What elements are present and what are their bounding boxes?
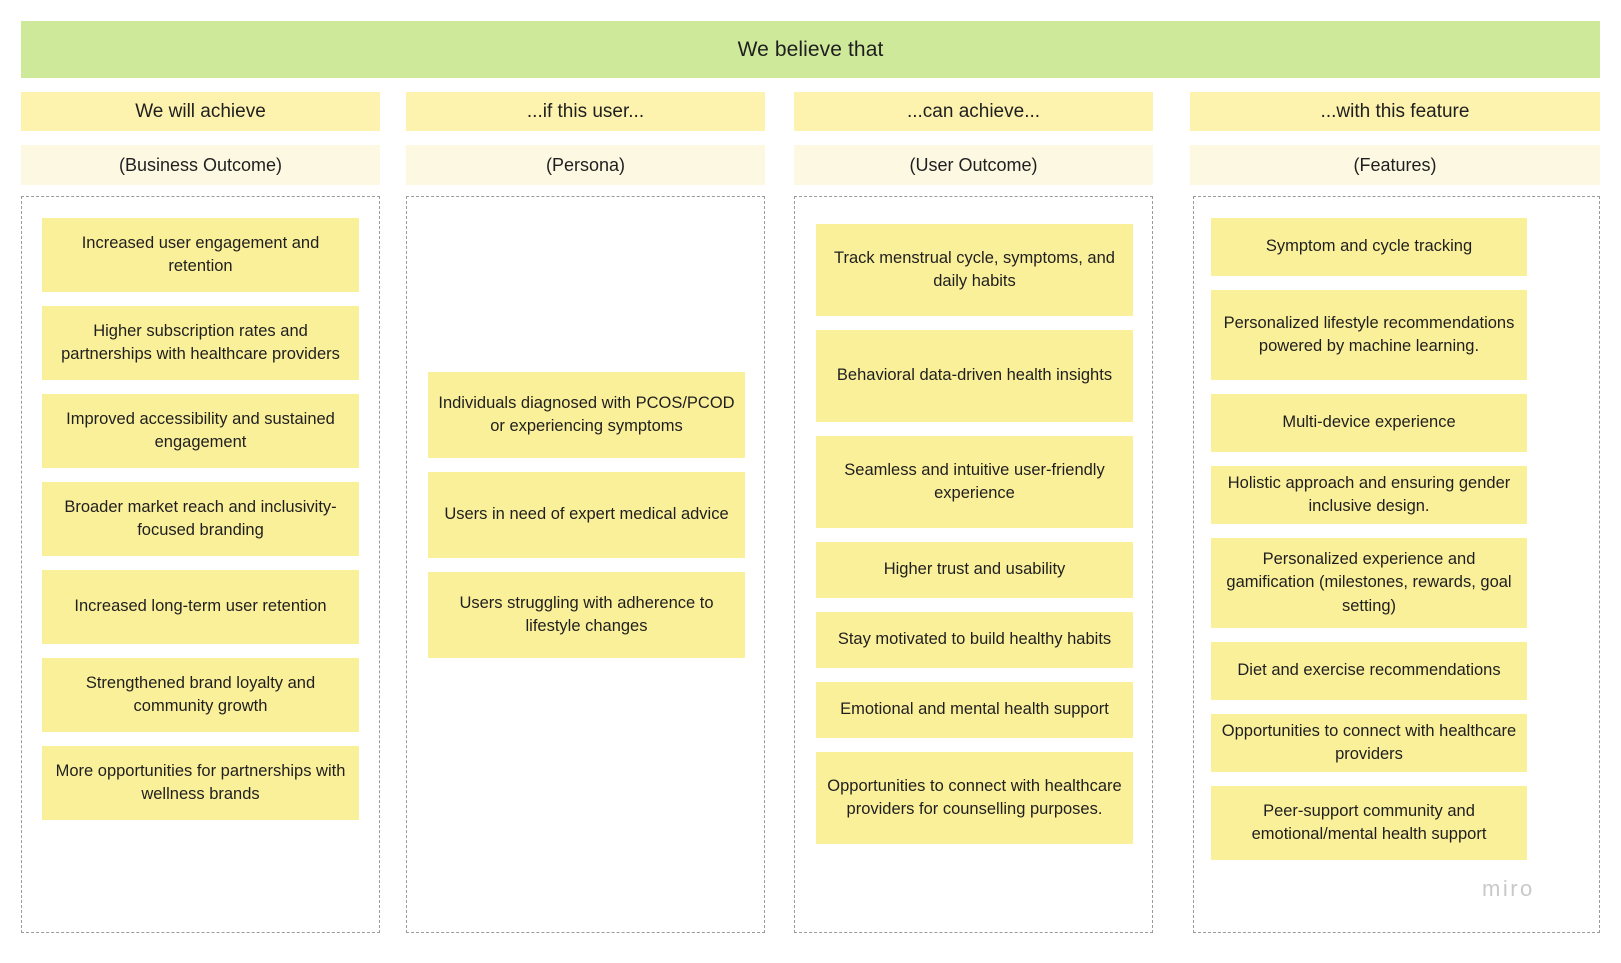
column-subtitle: (User Outcome) [794, 145, 1153, 185]
column-subtitle-label: (Business Outcome) [118, 154, 283, 175]
sticky-note[interactable]: Broader market reach and inclusivity-foc… [42, 482, 359, 556]
sticky-note[interactable]: Behavioral data-driven health insights [816, 330, 1133, 422]
sticky-note[interactable]: More opportunities for partnerships with… [42, 746, 359, 820]
sticky-note[interactable]: Improved accessibility and sustained eng… [42, 394, 359, 468]
sticky-note[interactable]: Multi-device experience [1211, 394, 1527, 452]
card-list-business-outcome: Increased user engagement and retention … [42, 196, 359, 834]
sticky-note[interactable]: Diet and exercise recommendations [1211, 642, 1527, 700]
column-subtitle: (Business Outcome) [21, 145, 380, 185]
column-subtitle: (Persona) [406, 145, 765, 185]
column-title-label: ...if this user... [526, 100, 645, 122]
card-list-persona: Individuals diagnosed with PCOS/PCOD or … [428, 196, 745, 672]
sticky-note[interactable]: Increased long-term user retention [42, 570, 359, 644]
column-header-business-outcome: We will achieve (Business Outcome) [21, 92, 380, 185]
column-title-label: We will achieve [135, 100, 266, 122]
card-list-features: Symptom and cycle tracking Personalized … [1211, 196, 1527, 874]
column-title: ...can achieve... [794, 92, 1153, 131]
frame-persona [406, 196, 765, 933]
column-subtitle-label: (Features) [1353, 154, 1437, 175]
frame-features [1193, 196, 1600, 933]
column-header-user-outcome: ...can achieve... (User Outcome) [794, 92, 1153, 185]
column-title: ...with this feature [1190, 92, 1600, 131]
frame-business-outcome [21, 196, 380, 933]
sticky-note[interactable]: Personalized lifestyle recommendations p… [1211, 290, 1527, 380]
column-header-features: ...with this feature (Features) [1190, 92, 1600, 185]
sticky-note[interactable]: Seamless and intuitive user-friendly exp… [816, 436, 1133, 528]
sticky-note[interactable]: Increased user engagement and retention [42, 218, 359, 292]
sticky-note[interactable]: Stay motivated to build healthy habits [816, 612, 1133, 668]
card-list-user-outcome: Track menstrual cycle, symptoms, and dai… [816, 196, 1133, 858]
sticky-note[interactable]: Higher subscription rates and partnershi… [42, 306, 359, 380]
sticky-note[interactable]: Emotional and mental health support [816, 682, 1133, 738]
miro-watermark: miro [1482, 876, 1535, 901]
column-title-label: ...with this feature [1320, 100, 1470, 122]
sticky-note[interactable]: Strengthened brand loyalty and community… [42, 658, 359, 732]
column-title-label: ...can achieve... [906, 100, 1041, 122]
sticky-note[interactable]: Track menstrual cycle, symptoms, and dai… [816, 224, 1133, 316]
sticky-note[interactable]: Symptom and cycle tracking [1211, 218, 1527, 276]
frame-user-outcome [794, 196, 1153, 933]
sticky-note[interactable]: Users struggling with adherence to lifes… [428, 572, 745, 658]
sticky-note[interactable]: Opportunities to connect with healthcare… [816, 752, 1133, 844]
column-subtitle: (Features) [1190, 145, 1600, 185]
column-subtitle-label: (Persona) [545, 154, 626, 175]
sticky-note[interactable]: Higher trust and usability [816, 542, 1133, 598]
sticky-note[interactable]: Opportunities to connect with healthcare… [1211, 714, 1527, 772]
column-subtitle-label: (User Outcome) [909, 154, 1038, 175]
column-title: We will achieve [21, 92, 380, 131]
sticky-note[interactable]: Users in need of expert medical advice [428, 472, 745, 558]
sticky-note[interactable]: Personalized experience and gamification… [1211, 538, 1527, 628]
banner-title: We believe that [737, 37, 884, 61]
board-banner: We believe that [21, 21, 1600, 78]
column-header-persona: ...if this user... (Persona) [406, 92, 765, 185]
sticky-note[interactable]: Individuals diagnosed with PCOS/PCOD or … [428, 372, 745, 458]
sticky-note[interactable]: Holistic approach and ensuring gender in… [1211, 466, 1527, 524]
sticky-note[interactable]: Peer-support community and emotional/men… [1211, 786, 1527, 860]
column-title: ...if this user... [406, 92, 765, 131]
